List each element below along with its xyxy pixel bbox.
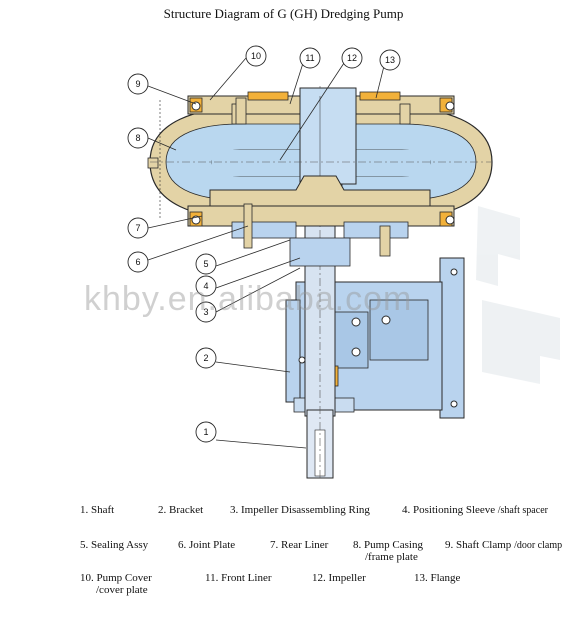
inlet-front-liner — [231, 87, 411, 186]
leader-lines — [147, 57, 385, 449]
callout-13: 13 — [384, 55, 395, 65]
callout-2: 2 — [203, 353, 209, 363]
legend-item-9: 9. Shaft Clamp /door clamp — [445, 539, 563, 551]
legend-item-3: 3. Impeller Disassembling Ring — [230, 504, 370, 516]
callout-13-circle — [379, 49, 401, 71]
callout-8-circle — [127, 127, 149, 149]
legend-item-4: 4. Positioning Sleeve /shaft spacer — [402, 504, 548, 516]
legend-item-10: 10. Pump Cover/cover plate — [80, 572, 152, 596]
legend-item-12: 12. Impeller — [312, 572, 366, 584]
legend-item-6: 6. Joint Plate — [178, 539, 236, 551]
callout-12: 12 — [346, 53, 357, 63]
diagram-title: Structure Diagram of G (GH) Dredging Pum… — [163, 6, 404, 21]
callout-7: 7 — [135, 223, 141, 233]
callout-4-circle — [195, 275, 217, 297]
callout-8: 8 — [135, 133, 141, 143]
callout-12-circle — [341, 47, 363, 69]
impeller — [150, 100, 492, 220]
callout-9-circle — [127, 73, 149, 95]
callout-5-circle — [195, 253, 217, 275]
logo-watermark — [476, 206, 560, 384]
callout-5: 5 — [203, 259, 209, 269]
callout-11-circle — [299, 47, 321, 69]
callout-10-circle — [245, 45, 267, 67]
callout-10: 10 — [250, 51, 261, 61]
callout-2-circle — [195, 347, 217, 369]
callout-3: 3 — [203, 307, 209, 317]
legend-item-11: 11. Front Liner — [205, 572, 272, 584]
callout-6-circle — [127, 251, 149, 273]
legend-item-8: 8. Pump Casing/frame plate — [353, 539, 423, 563]
callout-6: 6 — [135, 257, 141, 267]
legend-item-13: 13. Flange — [414, 572, 461, 584]
callout-1: 1 — [203, 427, 209, 437]
callout-4: 4 — [203, 281, 209, 291]
callout-1-circle — [195, 421, 217, 443]
callout-9: 9 — [135, 79, 141, 89]
legend-item-5: 5. Sealing Assy — [80, 539, 149, 551]
legend-item-2: 2. Bracket — [158, 504, 204, 516]
callout-11: 11 — [305, 53, 315, 63]
watermark-text: khby.en.alibaba.com — [84, 280, 413, 318]
legend-item-7: 7. Rear Liner — [270, 539, 329, 551]
callout-7-circle — [127, 217, 149, 239]
legend-item-1: 1. Shaft — [80, 504, 115, 516]
callout-3-circle — [195, 301, 217, 323]
